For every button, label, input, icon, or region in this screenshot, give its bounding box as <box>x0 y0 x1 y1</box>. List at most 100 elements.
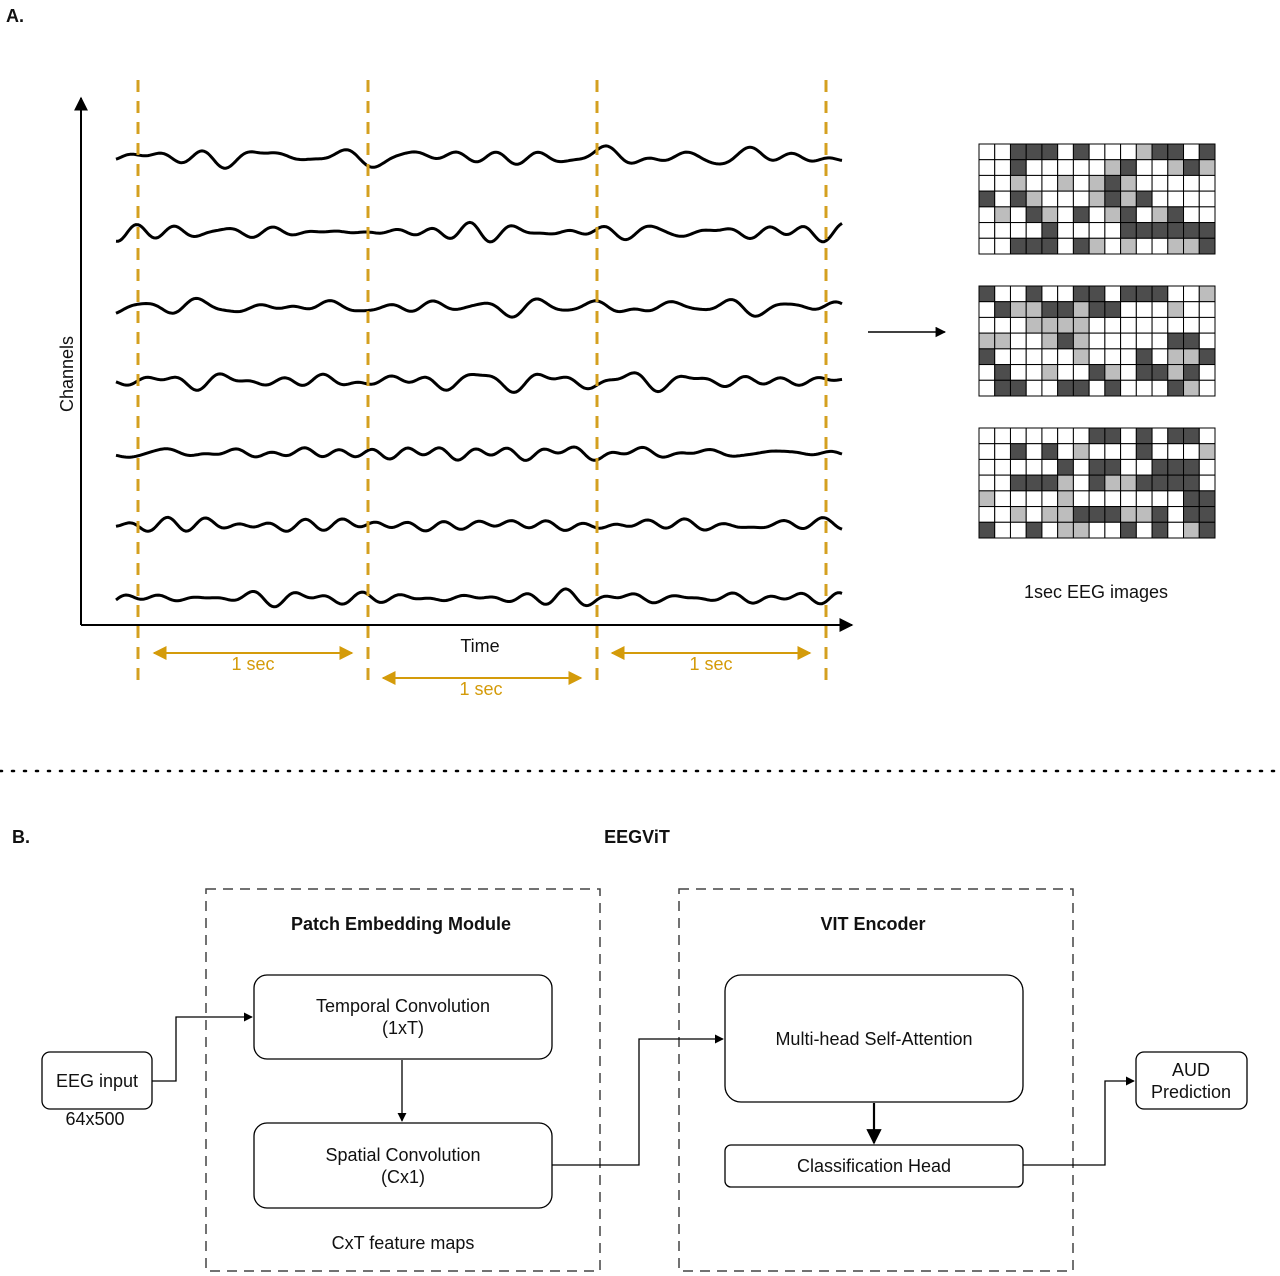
spatial-convolution-box <box>253 1122 553 1209</box>
eeg-image-cell <box>1167 332 1185 350</box>
eeg-image-cell <box>1151 474 1169 492</box>
eeg-image-cell <box>1072 443 1090 460</box>
eeg-image-cell <box>1072 159 1090 176</box>
input-to-temporal-arrow <box>152 1012 253 1082</box>
eeg-image-cell <box>1135 174 1153 192</box>
eeg-image-cell <box>1104 506 1122 523</box>
eeg-image-cell <box>1151 490 1169 508</box>
eeg-image-cell <box>1151 316 1169 334</box>
eeg-image-cell <box>1167 190 1185 208</box>
eeg-image-cell <box>978 443 996 460</box>
y-axis-label: Channels <box>57 336 77 412</box>
eeg-channel-trace <box>115 296 843 319</box>
eeg-image-cell <box>1135 521 1153 539</box>
eeg-image-cell <box>994 237 1011 255</box>
eeg-image-cell <box>1057 332 1074 350</box>
eeg-image-cell <box>1183 190 1200 208</box>
images-caption: 1sec EEG images <box>1024 582 1168 602</box>
eeg-image-cell <box>1198 222 1216 239</box>
eeg-image-cell <box>1041 190 1059 208</box>
eeg-image-cell <box>1057 301 1074 318</box>
eeg-image-cell <box>1072 301 1090 318</box>
eeg-image-cell <box>994 143 1011 161</box>
eeg-image-cell <box>1104 237 1122 255</box>
eeg-image-cell <box>1135 364 1153 381</box>
eeg-image-cell <box>1198 521 1216 539</box>
classification-head-label: Classification Head <box>797 1156 951 1176</box>
panel-b-title: EEGViT <box>604 827 670 847</box>
eeg-channel-trace <box>115 220 843 244</box>
eeg-image-cell <box>978 143 996 161</box>
eeg-image-cell <box>1072 364 1090 381</box>
eeg-image-cell <box>1009 143 1027 161</box>
aud-prediction-line2: Prediction <box>1151 1082 1231 1102</box>
eeg-image-cell <box>1009 458 1027 476</box>
eeg-image-cell <box>1198 379 1216 397</box>
classification-head-box <box>724 1144 1024 1188</box>
eeg-image-cell <box>994 506 1011 523</box>
eeg-image-cell <box>1120 443 1137 460</box>
eeg-image-cell <box>1088 506 1106 523</box>
eeg-image-grid <box>978 427 1216 539</box>
eeg-image-cell <box>1041 427 1059 445</box>
eeg-image-cell <box>1183 427 1200 445</box>
self-attention-label: Multi-head Self-Attention <box>775 1029 972 1049</box>
eeg-image-cell <box>1072 285 1090 303</box>
eeg-image-cell <box>1183 379 1200 397</box>
eeg-image-cell <box>1135 316 1153 334</box>
eeg-image-cell <box>1057 364 1074 381</box>
eeg-image-cell <box>978 285 996 303</box>
eeg-image-cell <box>1072 506 1090 523</box>
eeg-image-cell <box>1041 285 1059 303</box>
eeg-image-cell <box>1120 190 1137 208</box>
head-to-prediction-arrow <box>1023 1076 1135 1166</box>
eeg-image-cell <box>1151 506 1169 523</box>
eeg-image-cell <box>1151 143 1169 161</box>
eeg-image-cell <box>1135 458 1153 476</box>
temporal-convolution-kernel: (1xT) <box>382 1018 424 1038</box>
eeg-image-cell <box>1104 174 1122 192</box>
eeg-channel-trace <box>115 445 843 462</box>
eeg-image-cell <box>1183 490 1200 508</box>
eeg-image-cell <box>1088 285 1106 303</box>
eeg-image-cell <box>1104 159 1122 176</box>
patch-module-title: Patch Embedding Module <box>291 914 511 934</box>
eeg-image-cell <box>1120 490 1137 508</box>
eeg-image-cell <box>1009 237 1027 255</box>
eeg-image-cell <box>994 427 1011 445</box>
eeg-image-cell <box>1088 301 1106 318</box>
eeg-image-grid <box>978 285 1216 397</box>
eeg-image-cell <box>1183 206 1200 224</box>
eeg-image-cell <box>1198 427 1216 445</box>
eeg-image-cell <box>1198 301 1216 318</box>
temporal-convolution-box <box>253 974 553 1060</box>
eeg-image-cell <box>1135 237 1153 255</box>
eeg-image-cell <box>1135 443 1153 460</box>
eeg-image-cell <box>1151 222 1169 239</box>
eeg-image-cell <box>1025 443 1043 460</box>
eeg-image-cell <box>978 364 996 381</box>
eeg-image-cell <box>1057 206 1074 224</box>
eeg-image-cell <box>1198 316 1216 334</box>
eeg-image-cell <box>1120 174 1137 192</box>
eeg-image-cell <box>1183 222 1200 239</box>
eeg-image-cell <box>1167 474 1185 492</box>
eeg-image-cell <box>1151 348 1169 366</box>
eeg-image-cell <box>1183 474 1200 492</box>
eeg-image-cell <box>1025 458 1043 476</box>
eeg-image-cell <box>1198 174 1216 192</box>
eeg-image-cell <box>1183 332 1200 350</box>
eeg-image-cell <box>1041 506 1059 523</box>
eeg-image-cell <box>994 348 1011 366</box>
eeg-image-grids <box>978 143 1216 539</box>
eeg-image-cell <box>1104 332 1122 350</box>
eeg-image-cell <box>1009 316 1027 334</box>
eeg-image-cell <box>994 301 1011 318</box>
eeg-image-cell <box>1104 222 1122 239</box>
feature-maps-caption: CxT feature maps <box>332 1233 475 1253</box>
eeg-image-cell <box>1167 490 1185 508</box>
eeg-image-cell <box>1183 458 1200 476</box>
eeg-image-cell <box>1183 316 1200 334</box>
eeg-image-cell <box>1151 332 1169 350</box>
